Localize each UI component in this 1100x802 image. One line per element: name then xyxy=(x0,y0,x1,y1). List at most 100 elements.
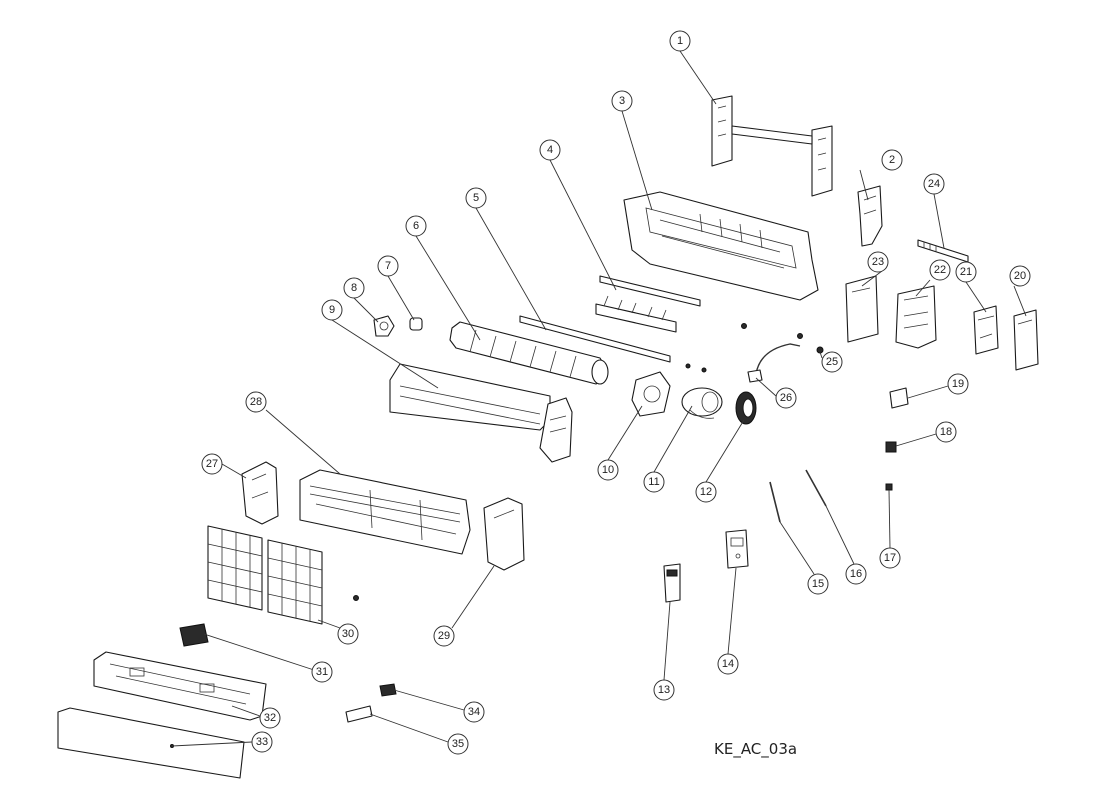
callout-number-23: 23 xyxy=(872,256,884,268)
callout-34: 34 xyxy=(463,701,485,723)
callout-number-32: 32 xyxy=(264,712,276,724)
callout-number-10: 10 xyxy=(602,464,614,476)
callout-6: 6 xyxy=(405,215,427,237)
callout-33: 33 xyxy=(251,731,273,753)
callout-number-35: 35 xyxy=(452,738,464,750)
part-display-connector xyxy=(379,683,397,697)
callout-number-33: 33 xyxy=(256,736,268,748)
callout-29: 29 xyxy=(433,625,455,647)
part-cross-flow-fan xyxy=(449,321,609,385)
callout-15: 15 xyxy=(807,573,829,595)
callout-number-13: 13 xyxy=(658,684,670,696)
part-temperature-sensors xyxy=(769,469,827,523)
callout-number-8: 8 xyxy=(351,282,357,294)
callout-number-28: 28 xyxy=(250,396,262,408)
part-front-frame xyxy=(299,469,471,555)
callout-32: 32 xyxy=(259,707,281,729)
callout-number-12: 12 xyxy=(700,486,712,498)
callout-3: 3 xyxy=(611,90,633,112)
callout-number-11: 11 xyxy=(648,476,659,488)
part-chassis xyxy=(623,191,819,301)
part-terminal-block xyxy=(889,387,909,409)
callout-number-24: 24 xyxy=(928,178,940,190)
part-panel-frame xyxy=(93,651,267,721)
callout-number-31: 31 xyxy=(316,666,328,678)
callout-number-1: 1 xyxy=(677,35,683,47)
callout-number-16: 16 xyxy=(850,568,862,580)
part-bearing xyxy=(409,317,423,331)
callout-21: 21 xyxy=(955,261,977,283)
callout-number-9: 9 xyxy=(329,304,335,316)
callout-11: 11 xyxy=(643,471,665,493)
part-electrical-box-cover xyxy=(845,275,879,343)
callout-number-5: 5 xyxy=(473,192,479,204)
part-guide-rail xyxy=(519,315,671,363)
part-sensor-wire xyxy=(747,343,801,383)
callout-18: 18 xyxy=(935,421,957,443)
callout-35: 35 xyxy=(447,733,469,755)
callout-26: 26 xyxy=(775,387,797,409)
callout-number-7: 7 xyxy=(385,260,391,272)
callout-28: 28 xyxy=(245,391,267,413)
callout-23: 23 xyxy=(867,251,889,273)
callout-5: 5 xyxy=(465,187,487,209)
part-connector xyxy=(885,441,897,453)
callout-12: 12 xyxy=(695,481,717,503)
part-right-side-cover xyxy=(483,497,525,571)
part-front-panel xyxy=(57,707,245,779)
callout-13: 13 xyxy=(653,679,675,701)
callout-number-20: 20 xyxy=(1014,270,1026,282)
callout-number-29: 29 xyxy=(438,630,450,642)
callout-24: 24 xyxy=(923,173,945,195)
callout-14: 14 xyxy=(717,653,739,675)
part-motor-clamp xyxy=(735,391,757,425)
callout-8: 8 xyxy=(343,277,365,299)
callout-number-14: 14 xyxy=(722,658,734,670)
callout-10: 10 xyxy=(597,459,619,481)
callout-7: 7 xyxy=(377,255,399,277)
callout-22: 22 xyxy=(929,259,951,281)
part-electrical-box xyxy=(895,285,937,349)
part-control-board xyxy=(973,305,999,355)
callout-number-26: 26 xyxy=(780,392,792,404)
callout-number-27: 27 xyxy=(206,458,218,470)
callout-25: 25 xyxy=(821,351,843,373)
part-remote-controller xyxy=(663,563,681,603)
callout-19: 19 xyxy=(947,373,969,395)
part-bearing-holder xyxy=(373,315,395,337)
callout-number-18: 18 xyxy=(940,426,952,438)
callout-9: 9 xyxy=(321,299,343,321)
part-wall-bracket xyxy=(711,95,833,197)
callout-number-30: 30 xyxy=(342,628,354,640)
callout-30: 30 xyxy=(337,623,359,645)
callout-number-6: 6 xyxy=(413,220,419,232)
callout-number-34: 34 xyxy=(468,706,480,718)
callout-number-19: 19 xyxy=(952,378,964,390)
callout-number-4: 4 xyxy=(547,144,553,156)
part-small-screws xyxy=(353,323,803,601)
callout-27: 27 xyxy=(201,453,223,475)
part-louver-set xyxy=(595,275,701,333)
callout-4: 4 xyxy=(539,139,561,161)
callout-number-21: 21 xyxy=(960,266,972,278)
part-left-side-cover xyxy=(241,461,279,525)
callout-1: 1 xyxy=(669,30,691,52)
part-motor-cover xyxy=(631,371,671,417)
callout-number-2: 2 xyxy=(889,154,895,166)
part-switch-box xyxy=(179,623,209,647)
callout-number-17: 17 xyxy=(884,552,896,564)
part-small-connector xyxy=(885,483,893,491)
callout-16: 16 xyxy=(845,563,867,585)
callout-number-22: 22 xyxy=(934,264,946,276)
part-terminal-cover xyxy=(1013,309,1039,371)
callout-17: 17 xyxy=(879,547,901,569)
callout-31: 31 xyxy=(311,661,333,683)
diagram-code-label: KE_AC_03a xyxy=(714,740,798,758)
part-air-filters xyxy=(207,525,323,625)
callout-number-25: 25 xyxy=(826,356,838,368)
part-display-board xyxy=(725,529,749,569)
callout-number-3: 3 xyxy=(619,95,625,107)
callout-2: 2 xyxy=(881,149,903,171)
